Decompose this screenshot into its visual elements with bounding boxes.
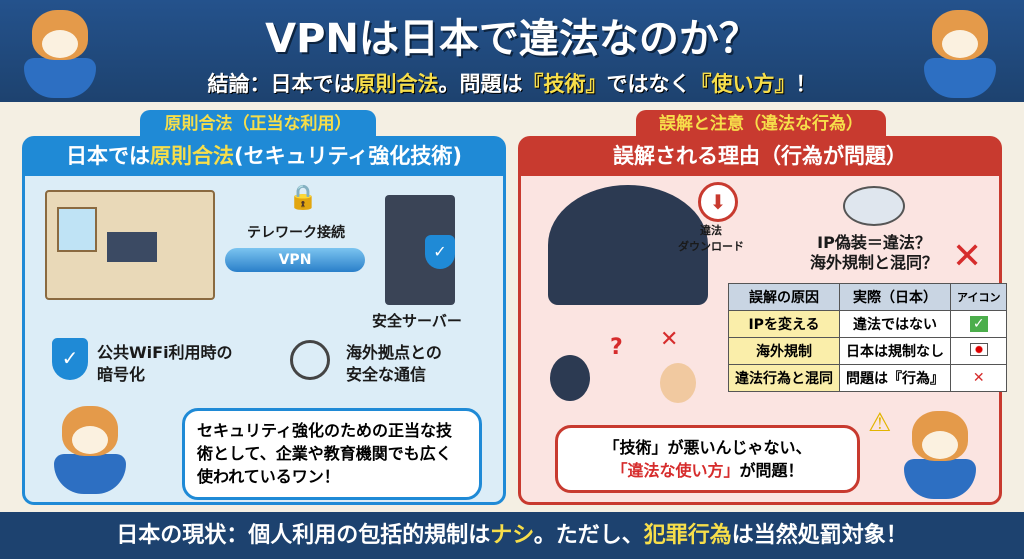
table-row: 海外規制日本は規制なし [728, 337, 1008, 365]
subtitle: 結論：日本では原則合法。問題は『技術』ではなく『使い方』！ [207, 72, 817, 96]
vpn-tunnel: VPN [225, 248, 365, 272]
shiba-mascot-icon [920, 4, 1000, 99]
shield-check-icon: ✓ [52, 338, 88, 380]
legal-speech-bubble: セキュリティ強化のための正当な技術として、企業や教育機関でも広く使われているワン… [182, 408, 482, 500]
office-room-illustration [45, 190, 215, 300]
overseas-communication-label: 海外拠点との 安全な通信 [346, 343, 442, 385]
japan-flag-icon [949, 337, 1008, 365]
cross-icon: ✕ [949, 364, 1008, 392]
footer-banner: 日本の現状：個人利用の包括的規制はナシ。ただし、犯罪行為は当然処罰対象！ [0, 512, 1024, 559]
table-row: IPを変える違法ではない✓ [728, 310, 1008, 338]
server-label: 安全サーバー [372, 312, 462, 330]
confused-people-illustration: ?✕ [550, 327, 700, 405]
server-icon: ✓ [385, 195, 455, 305]
page-title: VPNは日本で違法なのか？ [265, 16, 759, 62]
table-row: 違法行為と混同問題は『行為』✕ [728, 364, 1008, 392]
hacker-illustration [548, 185, 708, 305]
question-text: IP偽装＝違法？海外規制と混同？ [809, 233, 938, 272]
cross-icon: ✕ [952, 236, 983, 277]
header-band [0, 0, 1024, 102]
legal-heading: 日本では原則合法(セキュリティ強化技術) [22, 136, 506, 176]
legal-tab: 原則合法（正当な利用） [140, 110, 376, 138]
check-icon: ✓ [949, 310, 1008, 338]
globe-lock-icon [290, 340, 330, 380]
warning-icon: ⚠ [868, 408, 892, 438]
shiba-mascot-icon [50, 400, 130, 495]
wifi-encryption-label: 公共WiFi利用時の 暗号化 [97, 343, 233, 385]
illegal-download-label: 違法 ダウンロード [678, 224, 744, 253]
download-icon: ⬇ [698, 182, 738, 222]
shiba-mascot-icon [900, 405, 980, 500]
caution-speech-bubble: 「技術」が悪いんじゃない、「違法な使い方」が問題！ [555, 425, 860, 494]
shiba-mascot-icon [20, 4, 100, 99]
caution-heading: 誤解される理由（行為が問題） [518, 136, 1002, 176]
telework-label: テレワーク接続 [247, 225, 345, 241]
lock-icon: 🔒 [288, 183, 318, 211]
misconception-table: 誤解の原因実際（日本）アイコン IPを変える違法ではない✓ 海外規制日本は規制な… [728, 283, 1008, 392]
caution-tab: 誤解と注意（違法な行為） [636, 110, 886, 138]
thought-brain-icon [843, 186, 905, 226]
